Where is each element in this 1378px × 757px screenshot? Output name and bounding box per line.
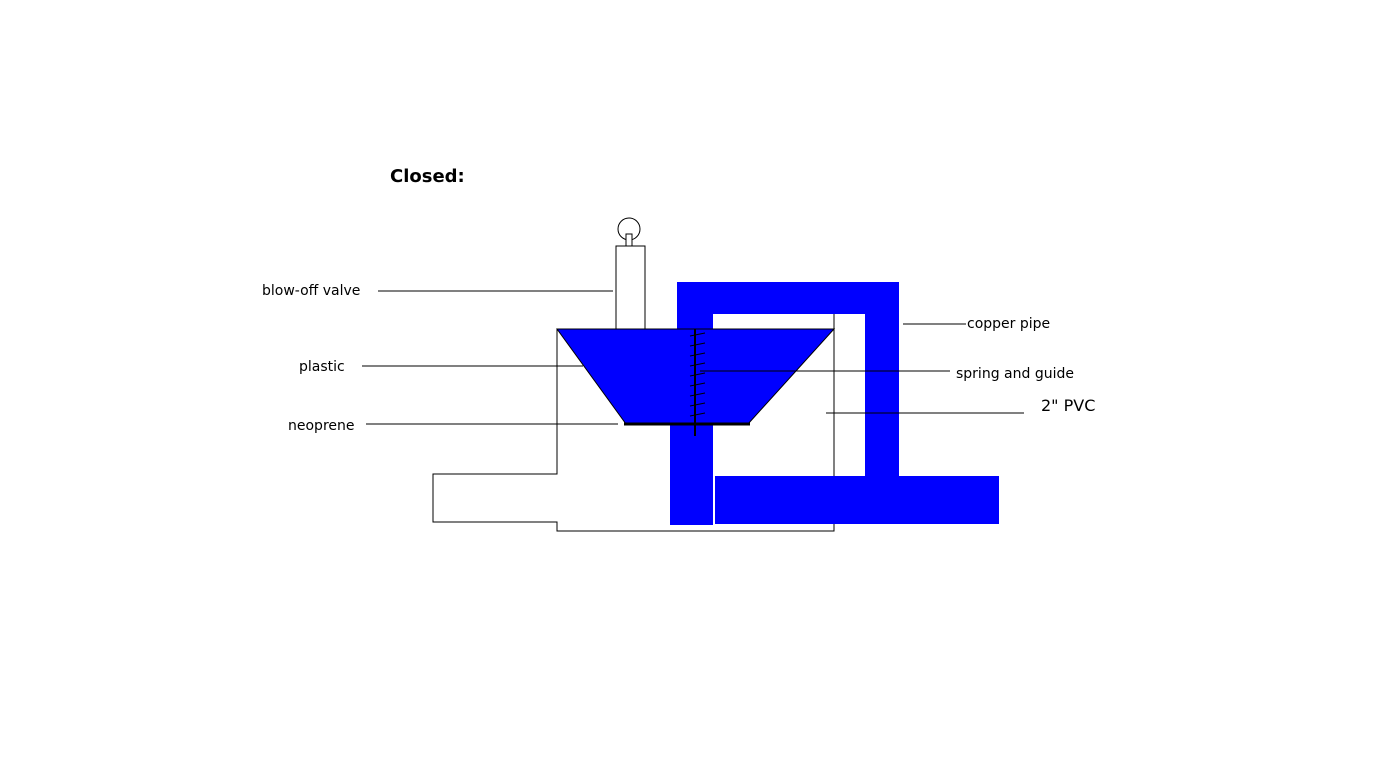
label-neoprene: neoprene [288,418,355,434]
label-copper-pipe: copper pipe [967,316,1050,332]
diagram-title: Closed: [390,166,465,187]
blow-off-valve-stem [615,245,646,330]
label-plastic: plastic [299,359,345,375]
spring-coils [689,332,706,417]
copper-pipe [670,282,999,525]
leader-lines [362,290,1024,425]
blow-off-valve-neck [625,233,633,247]
label-pvc: 2" PVC [1041,396,1095,415]
pvc-housing-outline [432,329,835,532]
label-spring-and-guide: spring and guide [956,366,1074,382]
label-blow-off-valve: blow-off valve [262,283,360,299]
